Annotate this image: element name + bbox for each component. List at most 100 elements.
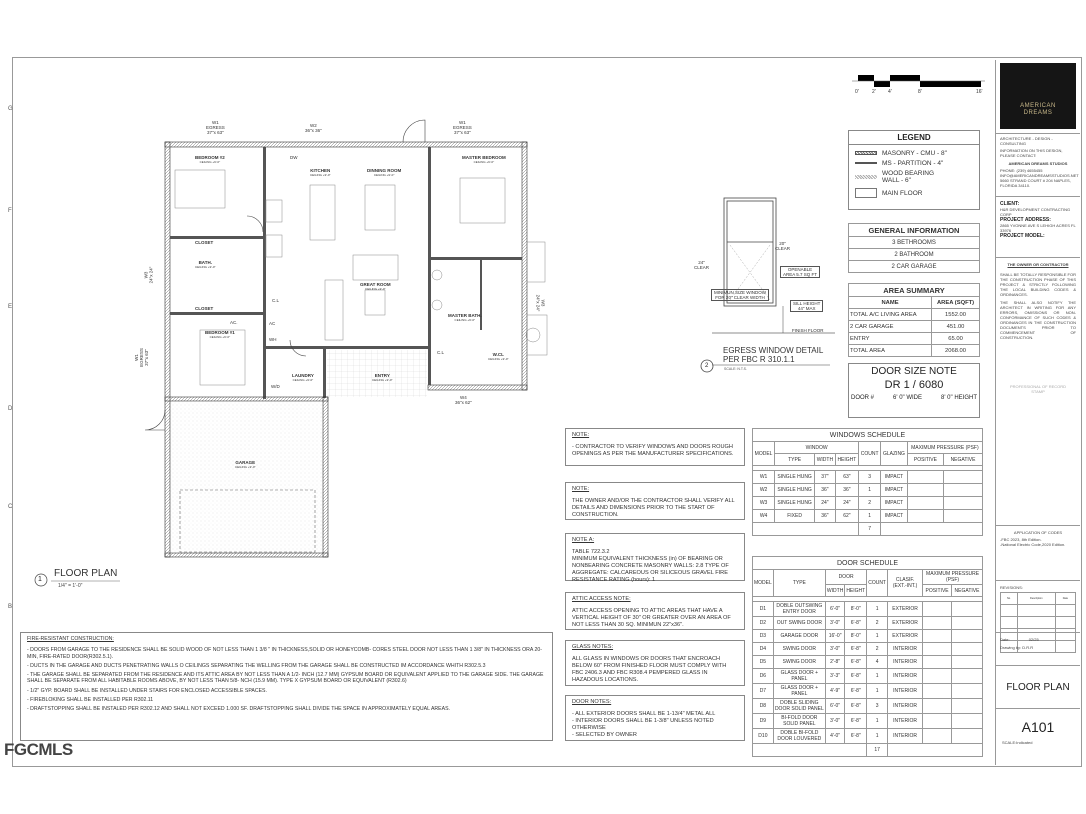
- text-label: CLOSET: [195, 240, 214, 245]
- text-label: W1: [459, 120, 466, 125]
- schedule-cell: IMPACT: [880, 470, 908, 484]
- schedule-cell: 16'-0": [824, 629, 846, 643]
- text-label: FIRE-RESISTANT CONSTRUCTION:: [27, 636, 114, 642]
- fixture-label: DW: [290, 155, 298, 160]
- egress-number: 2: [705, 363, 709, 369]
- plan-title: FLOOR PLAN: [54, 568, 118, 579]
- note-box: DOOR NOTES:- ALL EXTERIOR DOORS SHALL BE…: [565, 695, 745, 741]
- plan-number: 1: [38, 576, 42, 583]
- text-label: CEILING +9'-0": [199, 160, 221, 164]
- text-label: GENERAL INFORMATION: [848, 223, 980, 237]
- schedule-cell: INTERIOR: [886, 668, 924, 684]
- text-label: ENTRY: [847, 332, 933, 345]
- text-label: TOTAL AREA: [847, 344, 933, 357]
- text-label: PROJECT MODEL:: [1000, 233, 1045, 239]
- text-label: CEILING +9'-0": [373, 173, 395, 177]
- furniture: [174, 169, 548, 386]
- text-label: THE SHALL ALSO NOTIFY THE ARCHITECT IN W…: [1000, 300, 1076, 340]
- schedule-cell: 3: [858, 470, 882, 484]
- text-label: BEDROOM #2: [195, 155, 225, 160]
- schedule-cell: 63": [834, 470, 860, 484]
- legend-item: WOOD BEARING WALL - 6": [855, 168, 973, 186]
- note-box: NOTE A:TABLE 722.3.2 MINIMUM EQUIVALENT …: [565, 533, 745, 583]
- text-label: AREA SUMMARY: [848, 283, 980, 297]
- legend-item: MAIN FLOOR: [855, 186, 973, 200]
- schedule-cell: W1: [751, 470, 776, 484]
- legend-item: MASONRY - CMU - 8": [855, 148, 973, 158]
- text-label: CLIENT:: [1000, 201, 1020, 207]
- schedule-cell: GLASS DOOR + PANEL: [772, 683, 826, 699]
- note-title: ATTIC ACCESS NOTE:: [572, 596, 631, 602]
- grid-letter: G: [8, 106, 13, 112]
- schedule-cell: 1: [866, 683, 888, 699]
- schedule-cell: D4: [752, 642, 774, 656]
- scale-tick: 2': [872, 89, 876, 95]
- schedule-cell: EXTERIOR: [886, 601, 924, 617]
- schedule-cell: W4: [751, 509, 776, 523]
- text-label: WINDOWS SCHEDULE: [752, 428, 983, 442]
- text-label: BEDROOM #1: [205, 330, 235, 335]
- text-label: HEIGHT: [834, 453, 860, 466]
- scale-tick: 16': [976, 89, 983, 95]
- note-box: ATTIC ACCESS NOTE:ATTIC ACCESS OPENING T…: [565, 592, 745, 630]
- text-label: INFORMATION ON THIS DESIGN, PLEASE CONTA…: [1000, 148, 1063, 158]
- scale-bar: [852, 75, 985, 87]
- note-title: NOTE:: [572, 432, 590, 438]
- grid-letter: B: [8, 604, 13, 610]
- fixture-label: W/D: [271, 384, 280, 389]
- text-label: No.: [1000, 592, 1018, 605]
- text-label: CEILING +9'-0": [310, 173, 331, 177]
- text-label: REVISIONS:: [1000, 585, 1023, 590]
- text-label: Date: [1054, 592, 1077, 605]
- text-label: MAXIMUM PRESSURE (PSF): [922, 569, 983, 585]
- schedule-cell: SWING DOOR: [772, 655, 826, 669]
- schedule-cell: GARAGE DOOR: [772, 629, 826, 643]
- schedule-cell: 6'-8": [844, 668, 868, 684]
- schedule-cell: INTERIOR: [886, 713, 924, 729]
- text-label: EGRESS WINDOW DETAIL: [723, 346, 824, 355]
- text-label: POSITIVE: [906, 453, 945, 466]
- schedule-cell: 6'-8": [844, 698, 868, 714]
- text-label: DOOR: [824, 569, 868, 585]
- sheet-title: FLOOR PLAN: [996, 665, 1080, 693]
- text-label: HEIGHT: [844, 584, 868, 597]
- schedule-cell: 3'-3": [824, 668, 846, 684]
- text-label: 36"x 62": [455, 400, 472, 405]
- egress-sill-height: SILL HEIGHT 44" MAX: [790, 300, 824, 312]
- scale-tick: 4': [888, 89, 892, 95]
- text-label: CEILING +9'-0": [292, 378, 314, 382]
- schedule-cell: INTERIOR: [886, 642, 924, 656]
- text-label: GARAGE: [235, 460, 256, 465]
- text-label: 2 CAR GARAGE: [847, 320, 933, 333]
- schedule-cell: EXTERIOR: [886, 629, 924, 643]
- text-label: POSITIVE: [922, 584, 953, 597]
- schedule-cell: IMPACT: [880, 496, 908, 510]
- text-label: MASTER BATH.: [448, 313, 482, 318]
- grid-letter: C: [8, 504, 13, 510]
- schedule-cell: 36": [834, 483, 860, 497]
- text-label: BATH.: [198, 260, 212, 265]
- schedule-cell: 37": [814, 470, 836, 484]
- grid-letter: F: [8, 208, 12, 214]
- egress-openable-area: OPENABLE AREA 5.7 SQ FT: [780, 266, 821, 278]
- schedule-cell: 62": [834, 509, 860, 523]
- schedule-cell: 2'-8": [824, 655, 846, 669]
- schedule-cell: DOBLE SLIDING DOOR SOLID PANEL: [772, 698, 826, 714]
- text-label: EGRESS: [206, 125, 225, 130]
- schedule-cell: 3'-0": [824, 713, 846, 729]
- text-label: CLASIF. (EXT.-INT.): [886, 569, 924, 597]
- fixture-label: C.L: [272, 298, 280, 303]
- text-label: W4: [459, 395, 467, 400]
- text-label: AMERICAN DREAMS STUDIOS: [1008, 161, 1068, 166]
- text-label: 02/25: [1028, 637, 1039, 642]
- schedule-cell: 6'-8": [844, 655, 868, 669]
- sheet-border: [12, 57, 1082, 767]
- schedule-total-row: 17: [751, 743, 984, 757]
